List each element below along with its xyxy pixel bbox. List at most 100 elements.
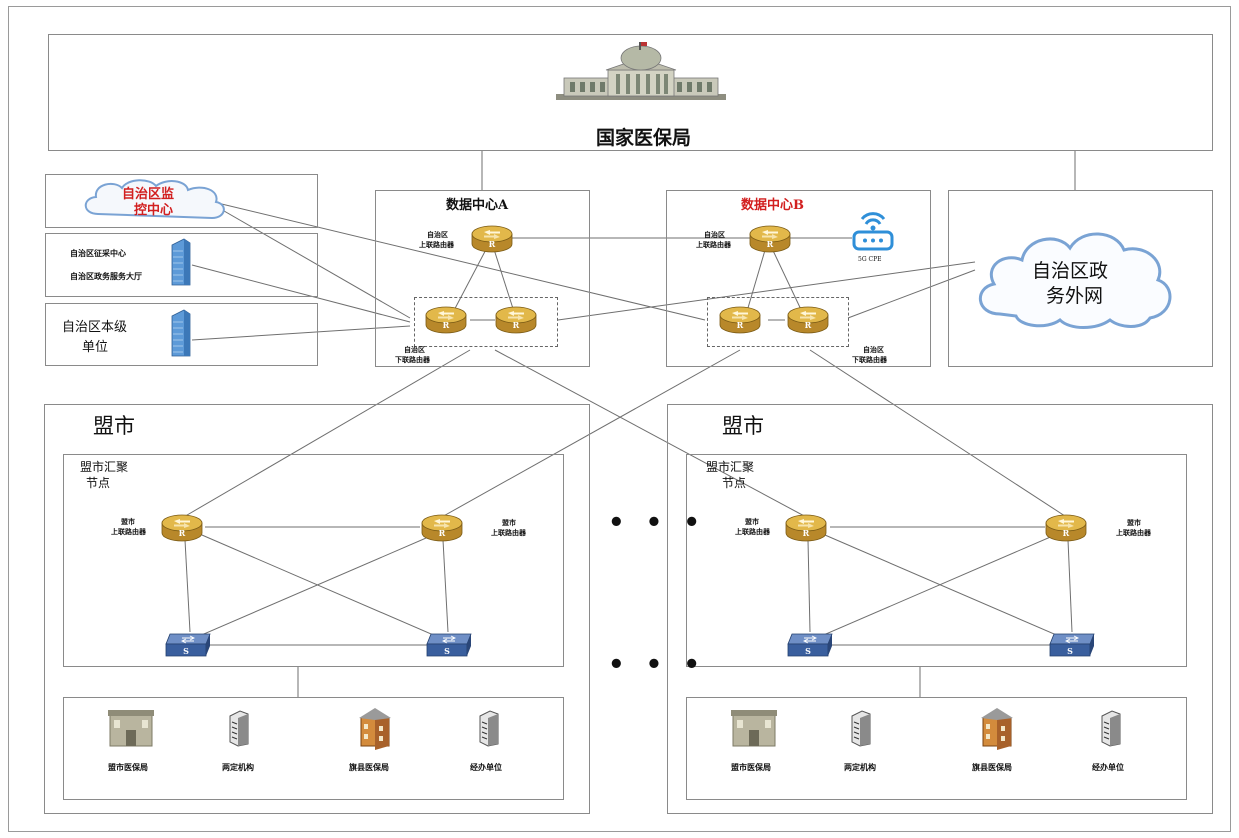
- county-bureau-building-icon: [359, 708, 391, 750]
- router-icon: R: [719, 306, 761, 334]
- router-icon: R: [749, 225, 791, 253]
- data-center-b-title: 数据中心B: [741, 198, 804, 213]
- league-right-node-label-line1: 盟市汇聚: [706, 460, 755, 474]
- local-unit-label-line1: 自治区本级: [62, 320, 128, 335]
- league-left-title: 盟市: [93, 414, 135, 438]
- league-right-node-label-line2: 节点: [722, 476, 747, 490]
- league-left-router1-label-2: 上联路由器: [111, 527, 146, 536]
- monitor-center-label-line1: 自治区监: [122, 187, 175, 202]
- switch-icon: S: [426, 633, 472, 657]
- local-unit-box: [45, 303, 318, 366]
- bureau-building-icon: [731, 710, 777, 747]
- league-left-unit-0: 盟市医保局: [108, 762, 148, 772]
- league-right-router1-label-1: 盟市: [745, 517, 759, 526]
- league-left-router2-label-2: 上联路由器: [491, 528, 526, 537]
- data-center-a-title: 数据中心A: [446, 198, 509, 213]
- svg-text:S: S: [1067, 646, 1073, 656]
- gov-network-cloud-icon: [978, 232, 1172, 329]
- league-left-node-box: [63, 454, 564, 667]
- switch-icon: S: [1049, 633, 1095, 657]
- league-left-unit-1: 两定机构: [222, 762, 254, 772]
- ellipsis-top: • • •: [608, 508, 706, 538]
- local-unit-label-line2: 单位: [82, 340, 109, 355]
- router-icon: R: [785, 514, 827, 542]
- monitor-center-label-line2: 控中心: [134, 203, 174, 218]
- svg-text:R: R: [737, 320, 744, 330]
- svg-text:R: R: [805, 320, 812, 330]
- national-bureau-box: [48, 34, 1213, 151]
- dc-b-lower-router-label-2: 下联路由器: [852, 355, 887, 364]
- svg-text:S: S: [805, 646, 811, 656]
- county-bureau-building-icon: [981, 708, 1013, 750]
- league-left-unit-3: 经办单位: [470, 762, 502, 772]
- router-icon: R: [471, 225, 513, 253]
- monitor-center-box: [45, 174, 318, 228]
- league-left-router1-label-1: 盟市: [121, 517, 135, 526]
- dc-b-lower-router-group: [707, 297, 849, 347]
- league-right-title: 盟市: [722, 414, 764, 438]
- dc-b-upper-router-label-1: 自治区: [704, 230, 725, 239]
- router-icon: R: [421, 514, 463, 542]
- dc-a-lower-router-label-1: 自治区: [404, 345, 425, 354]
- switch-icon: S: [787, 633, 833, 657]
- dc-a-lower-router-group: [414, 297, 558, 347]
- monitor-center-cloud-icon: [84, 179, 225, 220]
- svg-text:R: R: [179, 528, 186, 538]
- league-right-node-box: [686, 454, 1187, 667]
- server-cabinet-icon: [1101, 710, 1121, 747]
- dc-b-upper-router-label-2: 上联路由器: [696, 240, 731, 249]
- league-right-unit-3: 经办单位: [1092, 762, 1124, 772]
- league-left-unit-2: 旗县医保局: [349, 762, 389, 772]
- dc-b-lower-router-label-1: 自治区: [863, 345, 884, 354]
- router-icon: R: [1045, 514, 1087, 542]
- collect-center-label: 自治区征采中心: [70, 248, 126, 258]
- data-center-b-box: [666, 190, 931, 367]
- government-building-icon: [556, 42, 726, 100]
- svg-text:S: S: [183, 646, 189, 656]
- gov-network-label-line1: 自治区政: [1032, 260, 1109, 282]
- svg-text:R: R: [443, 320, 450, 330]
- league-right-router2-label-1: 盟市: [1127, 518, 1141, 527]
- svg-text:R: R: [439, 528, 446, 538]
- server-cabinet-icon: [851, 710, 871, 747]
- league-left-router2-label-1: 盟市: [502, 518, 516, 527]
- league-right-router1-label-2: 上联路由器: [735, 527, 770, 536]
- dc-a-upper-router-label-2: 上联路由器: [419, 240, 454, 249]
- league-right-box: [667, 404, 1213, 814]
- dc-a-lower-router-label-2: 下联路由器: [395, 355, 430, 364]
- svg-text:R: R: [803, 528, 810, 538]
- league-right-unit-0: 盟市医保局: [731, 762, 771, 772]
- league-left-node-label-line1: 盟市汇聚: [80, 460, 129, 474]
- router-icon: R: [161, 514, 203, 542]
- switch-icon: S: [165, 633, 211, 657]
- bureau-building-icon: [108, 710, 154, 747]
- gov-network-box: [948, 190, 1213, 367]
- diagram-frame: [8, 6, 1231, 832]
- svg-text:R: R: [489, 239, 496, 249]
- svg-text:R: R: [1063, 528, 1070, 538]
- league-left-box: [44, 404, 590, 814]
- service-hall-label: 自治区政务服务大厅: [70, 271, 142, 281]
- 5g-cpe-label: 5G CPE: [858, 256, 882, 263]
- router-icon: R: [425, 306, 467, 334]
- data-center-a-box: [375, 190, 590, 367]
- league-left-units-box: [63, 697, 564, 800]
- svg-text:S: S: [444, 646, 450, 656]
- service-hall-box: [45, 233, 318, 297]
- ellipsis-bottom: • • •: [608, 650, 706, 680]
- office-tower-icon: [171, 309, 191, 357]
- server-cabinet-icon: [229, 710, 249, 747]
- league-right-unit-1: 两定机构: [844, 762, 876, 772]
- router-icon: R: [787, 306, 829, 334]
- svg-text:R: R: [767, 239, 774, 249]
- league-right-units-box: [686, 697, 1187, 800]
- league-right-unit-2: 旗县医保局: [972, 762, 1012, 772]
- router-icon: R: [495, 306, 537, 334]
- office-tower-icon: [171, 238, 191, 286]
- server-cabinet-icon: [479, 710, 499, 747]
- league-right-router2-label-2: 上联路由器: [1116, 528, 1151, 537]
- league-left-node-label-line2: 节点: [86, 476, 111, 490]
- svg-text:R: R: [513, 320, 520, 330]
- gov-network-label-line2: 务外网: [1046, 285, 1104, 307]
